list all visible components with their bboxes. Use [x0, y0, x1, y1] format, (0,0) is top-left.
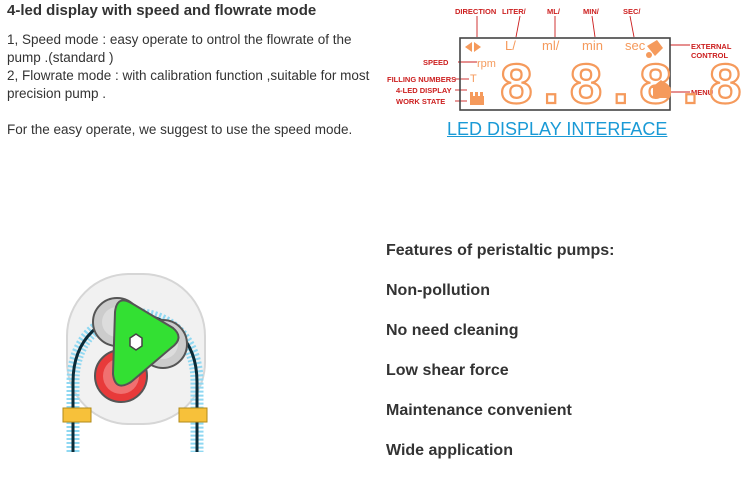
- feature-item: Non-pollution: [386, 282, 490, 299]
- unit-ml: ml/: [542, 38, 560, 53]
- led-display-diagram: DIRECTION LITER/ ML/ MIN/ SEC/ SPEED FIL…: [387, 7, 744, 122]
- flowrate-mode-text: 2, Flowrate mode : with calibration func…: [7, 68, 370, 101]
- page-heading: 4-led display with speed and flowrate mo…: [7, 2, 317, 19]
- led-display-label: 4-LED DISPLAY: [396, 86, 452, 95]
- sec-label: SEC/: [623, 7, 641, 16]
- suggestion-text: For the easy operate, we suggest to use …: [7, 122, 353, 137]
- external-label: EXTERNAL: [691, 42, 732, 51]
- filling-numbers-label: FILLING NUMBERS: [387, 75, 456, 84]
- direction-label: DIRECTION: [455, 7, 496, 16]
- tube-fitting-left: [62, 407, 92, 423]
- display-frame: [459, 37, 671, 111]
- liter-label: LITER/: [502, 7, 527, 16]
- work-state-label: WORK STATE: [396, 97, 445, 106]
- menu-label: MENU: [691, 88, 713, 97]
- direction-arrows-icon: [465, 42, 481, 52]
- min-label: MIN/: [583, 7, 600, 16]
- ml-label: ML/: [547, 7, 561, 16]
- speed-label: SPEED: [423, 58, 449, 67]
- features-title: Features of peristaltic pumps:: [386, 242, 615, 259]
- rotor-triangle: [111, 299, 180, 387]
- tube-fitting-right: [178, 407, 208, 423]
- control-label: CONTROL: [691, 51, 728, 60]
- rpm-text: rpm: [477, 58, 496, 70]
- speed-mode-text: 1, Speed mode : easy operate to ontrol t…: [7, 32, 352, 65]
- feature-item: Wide application: [386, 442, 513, 459]
- external-control-icon: [646, 40, 663, 58]
- led-display-caption: LED DISPLAY INTERFACE: [447, 119, 668, 139]
- unit-min: min: [582, 38, 603, 53]
- led-digits: 8.8.8.8: [499, 56, 743, 121]
- feature-item: Maintenance convenient: [386, 402, 572, 419]
- description-text: 1, Speed mode : easy operate to ontrol t…: [7, 31, 379, 139]
- unit-liter: L/: [505, 38, 516, 53]
- feature-item: No need cleaning: [386, 322, 519, 339]
- menu-house-icon: [651, 80, 671, 98]
- feature-item: Low shear force: [386, 362, 509, 379]
- peristaltic-pump-illustration: [62, 273, 208, 452]
- t-symbol: T: [470, 73, 477, 85]
- work-state-icon: [470, 92, 484, 105]
- unit-sec: sec: [625, 38, 646, 53]
- features-list: Features of peristaltic pumps: Non-pollu…: [386, 241, 615, 481]
